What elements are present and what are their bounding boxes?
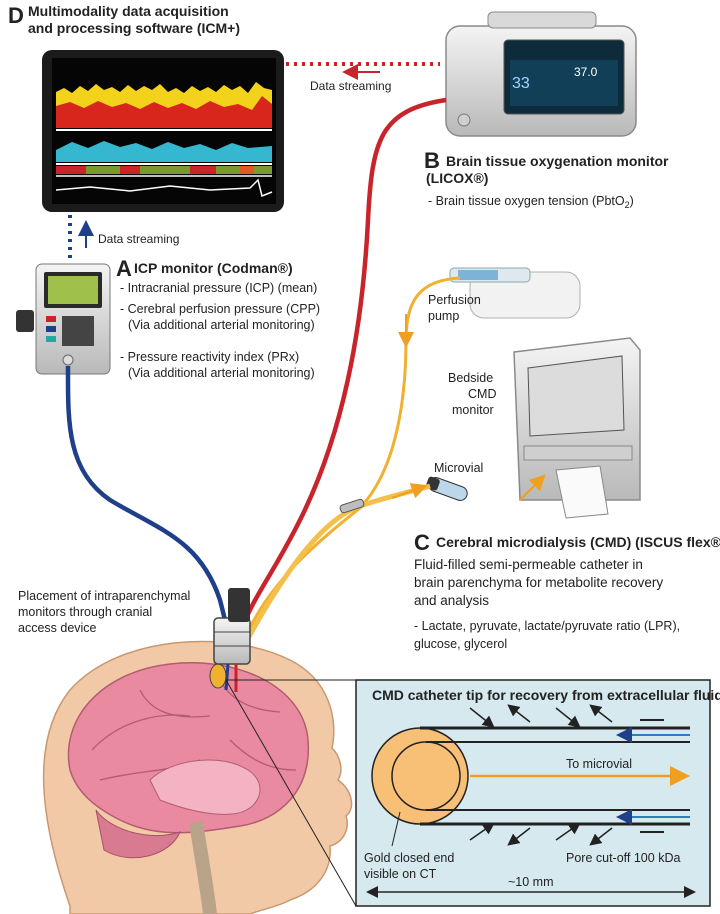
panel-a-item3-line2: (Via additional arterial monitoring) [128,366,315,380]
bedside-cmd-monitor [513,337,641,519]
bedside-flow-arrow [519,474,546,501]
cmd-catheter-inset [355,679,711,907]
microvial [426,476,468,501]
placement-line3: access device [18,621,97,635]
perfusion-pump [449,267,581,319]
panel-a-letter: A [116,256,132,281]
panel-c-letter: C [414,530,430,555]
panel-c-desc-line3: and analysis [414,593,489,608]
panel-a-item2-line1: - Cerebral perfusion pressure (CPP) [120,302,320,316]
panel-b-title-line1: Brain tissue oxygenation monitor [446,153,669,169]
panel-c-item1-line2: glucose, glycerol [414,637,507,651]
panel-a-item3-line1: - Pressure reactivity index (PRx) [120,350,299,364]
streaming-label-top: Data streaming [310,79,391,93]
icp-cable [65,365,233,641]
panel-b-letter: B [424,148,440,173]
perfusion-pump-line2: pump [428,309,459,323]
inset-pore: Pore cut-off 100 kDa [566,851,680,865]
panel-c-desc-line2: brain parenchyma for metabolite recovery [414,575,663,590]
inset-length: ~10 mm [508,875,554,889]
panel-a-item2-line2: (Via additional arterial monitoring) [128,318,315,332]
bedside-line2: CMD [468,387,496,401]
panel-a-item1: - Intracranial pressure (ICP) (mean) [120,281,317,295]
inset-title: CMD catheter tip for recovery from extra… [372,687,720,703]
catheter-hub [339,498,365,514]
head-illustration [42,640,353,914]
panel-a-title: ICP monitor (Codman®) [134,260,293,276]
panel-d-letter: D [8,3,24,28]
placement-line1: Placement of intraparenchymal [18,589,190,603]
panel-b-title-line2: (LICOX®) [426,170,488,186]
inset-gold-line1: Gold closed end [364,851,454,865]
panel-d-title-line2: and processing software (ICM+) [28,20,240,36]
panel-c-item1-line1: - Lactate, pyruvate, lactate/pyruvate ra… [414,619,680,633]
placement-line2: monitors through cranial [18,605,152,619]
icm-tablet [42,50,284,212]
panel-c-desc-line1: Fluid-filled semi-permeable catheter in [414,557,643,572]
streaming-label-left: Data streaming [98,232,179,246]
inset-leader-bottom [225,679,357,907]
panel-c-title: Cerebral microdialysis (CMD) (ISCUS flex… [436,534,720,550]
outlet-flow-arrow [391,483,428,499]
inset-gold-line2: visible on CT [364,867,437,881]
panel-d-title-line1: Multimodality data acquisition [28,3,229,19]
microvial-label: Microvial [434,461,483,475]
perfusion-pump-line1: Perfusion [428,293,481,307]
icp-monitor [16,263,111,375]
diffusion-arrows [469,704,613,846]
licox-cable [235,97,447,641]
licox-display-right: 37.0 [574,65,598,79]
licox-monitor [445,11,637,137]
cranial-access-device [213,588,251,692]
inset-to-microvial: To microvial [566,757,632,771]
licox-display-left: 33 [512,75,530,92]
panel-b-item1: - Brain tissue oxygen tension (PbtO2) [428,194,634,210]
bedside-line1: Bedside [448,371,493,385]
bedside-line3: monitor [452,403,494,417]
gold-end-leader [391,811,401,847]
